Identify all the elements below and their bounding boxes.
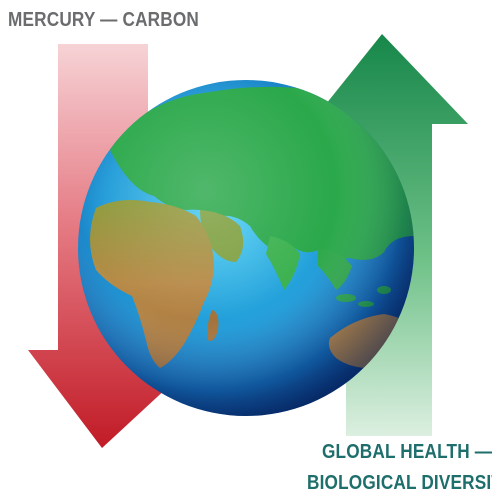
top-label: MERCURY — CARBON (8, 9, 200, 31)
globe (78, 80, 414, 416)
bottom-label-line2: BIOLOGICAL DIVERSITY (307, 472, 492, 494)
bottom-label-line1: GLOBAL HEALTH — (322, 441, 492, 463)
